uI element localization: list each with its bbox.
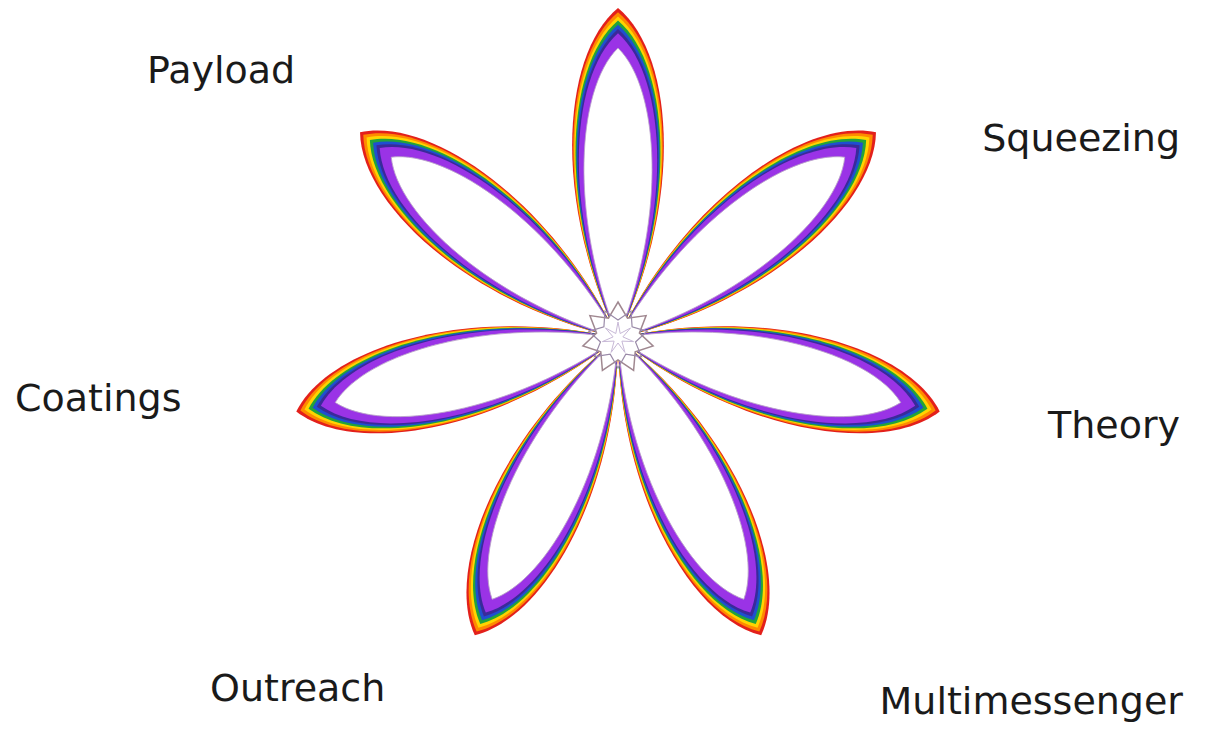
petal-label: Payload bbox=[147, 47, 295, 93]
petal-group bbox=[286, 8, 950, 655]
petal-label: Multimessenger bbox=[880, 678, 1183, 724]
center-star bbox=[583, 302, 653, 370]
center-star bbox=[602, 322, 633, 352]
center-star bbox=[589, 311, 647, 368]
petal-label: Coatings bbox=[15, 375, 182, 421]
petal-label: Theory bbox=[1048, 402, 1180, 448]
petal-inner bbox=[584, 48, 652, 338]
center-star bbox=[583, 302, 653, 370]
petal-label: Squeezing bbox=[982, 115, 1180, 161]
petal-label: Outreach bbox=[210, 665, 385, 711]
